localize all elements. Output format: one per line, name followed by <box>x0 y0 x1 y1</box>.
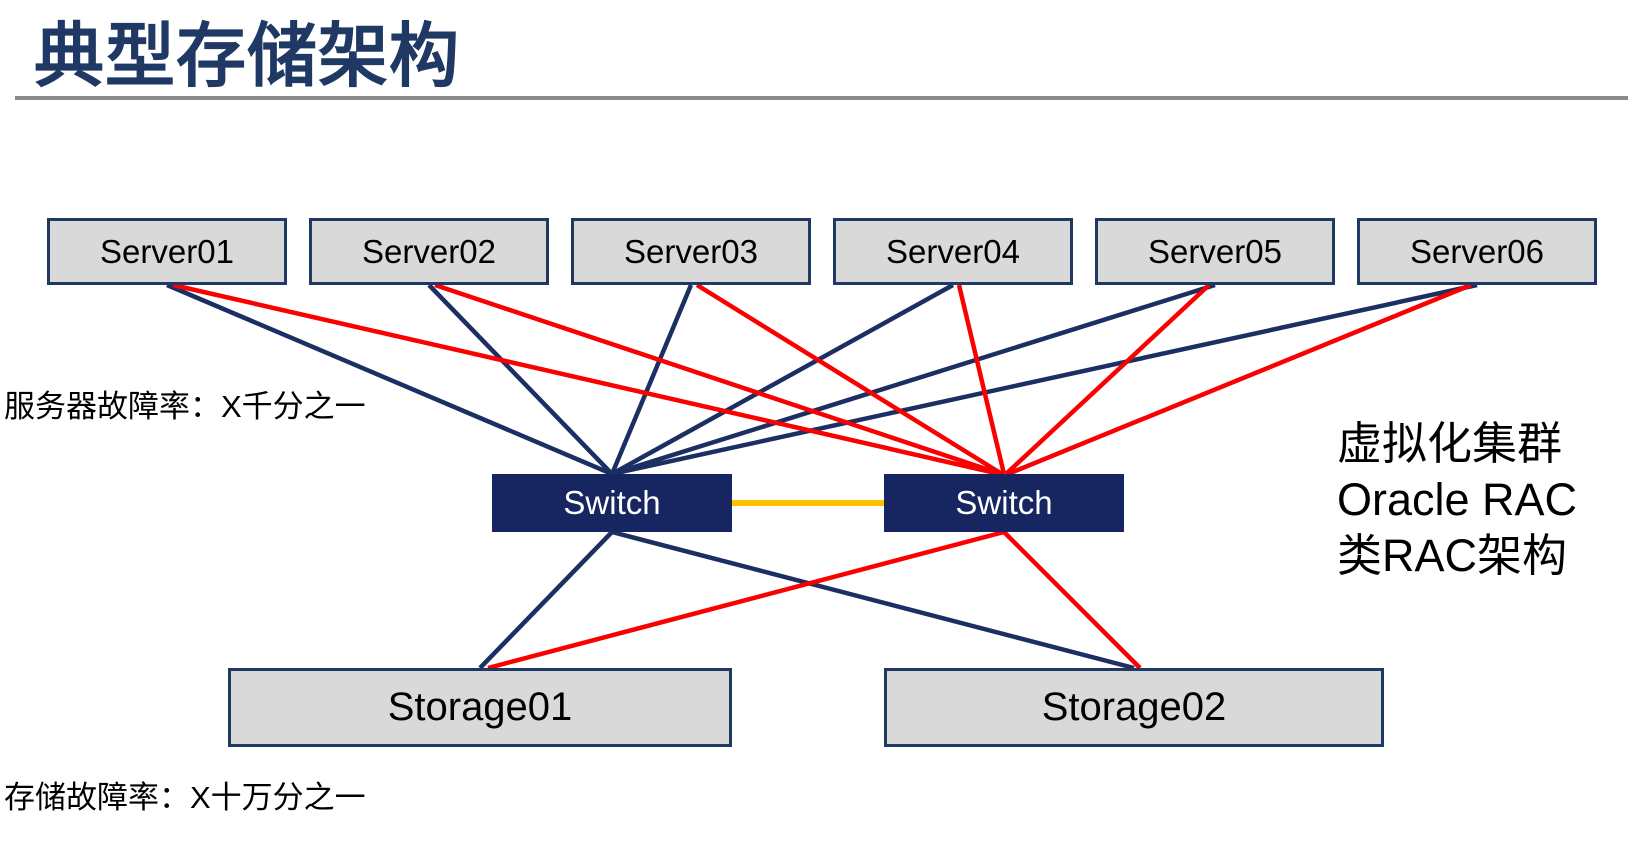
edge-server05-switch-a <box>611 282 1216 477</box>
switch-right-label: Switch <box>955 484 1053 521</box>
server06-node: Server06 <box>1357 218 1597 285</box>
server06-label: Server06 <box>1410 232 1544 270</box>
side-note-line-1: 虚拟化集群 <box>1337 418 1563 469</box>
edge-switch-a-storage02 <box>611 529 1135 671</box>
server01-node: Server01 <box>47 218 287 285</box>
storage01-label: Storage01 <box>387 685 573 729</box>
storage02-node: Storage02 <box>884 668 1384 747</box>
server01-label: Server01 <box>100 232 234 270</box>
edge-switch-b-storage02 <box>1002 530 1142 670</box>
edge-switch-b-storage01 <box>487 529 1005 671</box>
storage02-label: Storage02 <box>1041 685 1227 729</box>
edge-server02-switch-a <box>427 283 614 476</box>
server02-node: Server02 <box>309 218 549 285</box>
edge-server06-switch-b <box>1007 282 1472 477</box>
side-note-line-3: 类RAC架构 <box>1337 530 1568 581</box>
server-failure-rate-label: 服务器故障率：X千分之一 <box>4 389 366 424</box>
switch-left-node: Switch <box>492 474 732 532</box>
edge-server04-switch-b <box>956 284 1007 475</box>
edge-server03-switch-b <box>695 283 1004 476</box>
edge-server04-switch-a <box>610 283 955 476</box>
server05-node: Server05 <box>1095 218 1335 285</box>
edge-switch-a-storage01 <box>478 530 614 670</box>
edge-server01-switch-b <box>172 282 1001 477</box>
edge-server06-switch-a <box>611 282 1478 477</box>
edge-server02-switch-b <box>434 282 1002 477</box>
edge-server01-switch-a <box>166 282 613 477</box>
server02-label: Server02 <box>362 232 496 270</box>
edge-server05-switch-b <box>1004 283 1211 476</box>
server05-label: Server05 <box>1148 232 1282 270</box>
page-title: 典型存储架构 <box>34 17 460 95</box>
server04-node: Server04 <box>833 218 1073 285</box>
server03-label: Server03 <box>624 232 758 270</box>
title-underline <box>15 96 1628 100</box>
cluster-side-note: 虚拟化集群 Oracle RAC 类RAC架构 <box>1337 416 1577 584</box>
storage01-node: Storage01 <box>228 668 732 747</box>
server03-node: Server03 <box>571 218 811 285</box>
server04-label: Server04 <box>886 232 1020 270</box>
side-note-line-2: Oracle RAC <box>1337 474 1578 525</box>
storage-failure-rate-label: 存储故障率：X十万分之一 <box>4 780 366 815</box>
switch-left-label: Switch <box>563 484 661 521</box>
edge-server03-switch-a <box>609 284 694 475</box>
switch-right-node: Switch <box>884 474 1124 532</box>
